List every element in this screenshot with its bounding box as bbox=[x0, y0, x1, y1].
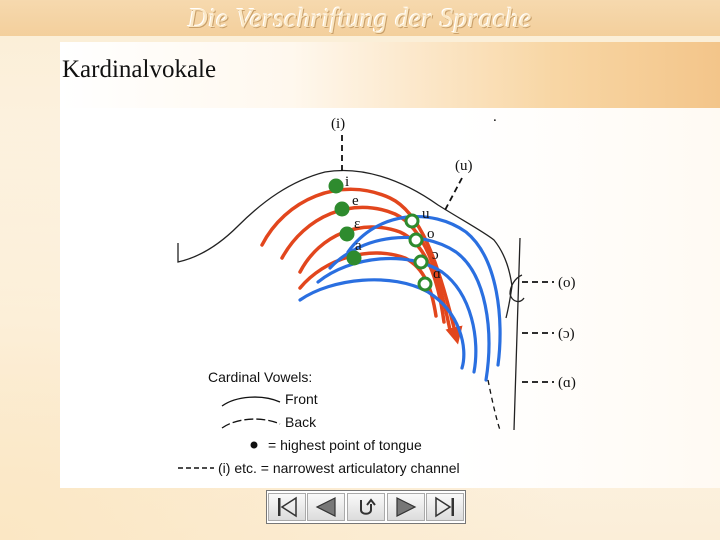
stray-dot: . bbox=[493, 109, 497, 125]
legend-back-line bbox=[222, 419, 280, 428]
pharynx-dashed-curve bbox=[488, 380, 500, 430]
legend-front-label: Front bbox=[285, 391, 318, 407]
legend-title: Cardinal Vowels: bbox=[208, 369, 312, 385]
highest-point-u bbox=[406, 215, 418, 227]
last-slide-icon bbox=[432, 496, 458, 518]
first-slide-button[interactable] bbox=[268, 493, 306, 521]
next-slide-button[interactable] bbox=[387, 493, 425, 521]
channel-label-open-o: (ɔ) bbox=[558, 326, 575, 342]
first-slide-icon bbox=[274, 496, 300, 518]
highest-point-epsilon bbox=[340, 227, 355, 242]
vowel-label-epsilon: ε bbox=[354, 216, 360, 232]
previous-slide-button[interactable] bbox=[307, 493, 345, 521]
channel-line-u bbox=[444, 178, 462, 212]
legend-front-line bbox=[222, 397, 280, 406]
channel-label-back-a: (ɑ) bbox=[558, 375, 576, 391]
pharynx-wall bbox=[514, 238, 520, 430]
previous-slide-icon bbox=[313, 496, 339, 518]
slide-navigation bbox=[266, 490, 466, 524]
legend-back-label: Back bbox=[285, 414, 317, 430]
vowel-label-e: e bbox=[352, 193, 359, 209]
highest-point-i bbox=[329, 179, 344, 194]
highest-point-open-o bbox=[415, 256, 427, 268]
last-slide-button[interactable] bbox=[426, 493, 464, 521]
highest-point-o bbox=[410, 234, 422, 246]
vowel-label-o: o bbox=[427, 226, 435, 242]
vowel-label-open-o: ɔ bbox=[432, 247, 439, 263]
legend-dash-label: (i) etc. = narrowest articulatory channe… bbox=[218, 460, 460, 476]
return-button[interactable] bbox=[347, 493, 385, 521]
channel-label-u: (u) bbox=[455, 158, 473, 174]
channel-label-o: (o) bbox=[558, 275, 576, 291]
highest-point-e bbox=[335, 202, 350, 217]
vowel-label-back-a: ɑ bbox=[433, 266, 441, 282]
return-icon bbox=[353, 496, 379, 518]
highest-point-back-a bbox=[419, 278, 431, 290]
vowel-label-u: u bbox=[422, 206, 430, 222]
legend: Cardinal Vowels: Front Back = highest po… bbox=[178, 369, 460, 476]
channel-label-i: (i) bbox=[331, 116, 345, 132]
next-slide-icon bbox=[393, 496, 419, 518]
vowel-label-a: a bbox=[355, 238, 362, 254]
legend-dot bbox=[251, 442, 258, 449]
vowel-label-i: i bbox=[345, 174, 349, 190]
legend-dot-label: = highest point of tongue bbox=[268, 437, 422, 453]
